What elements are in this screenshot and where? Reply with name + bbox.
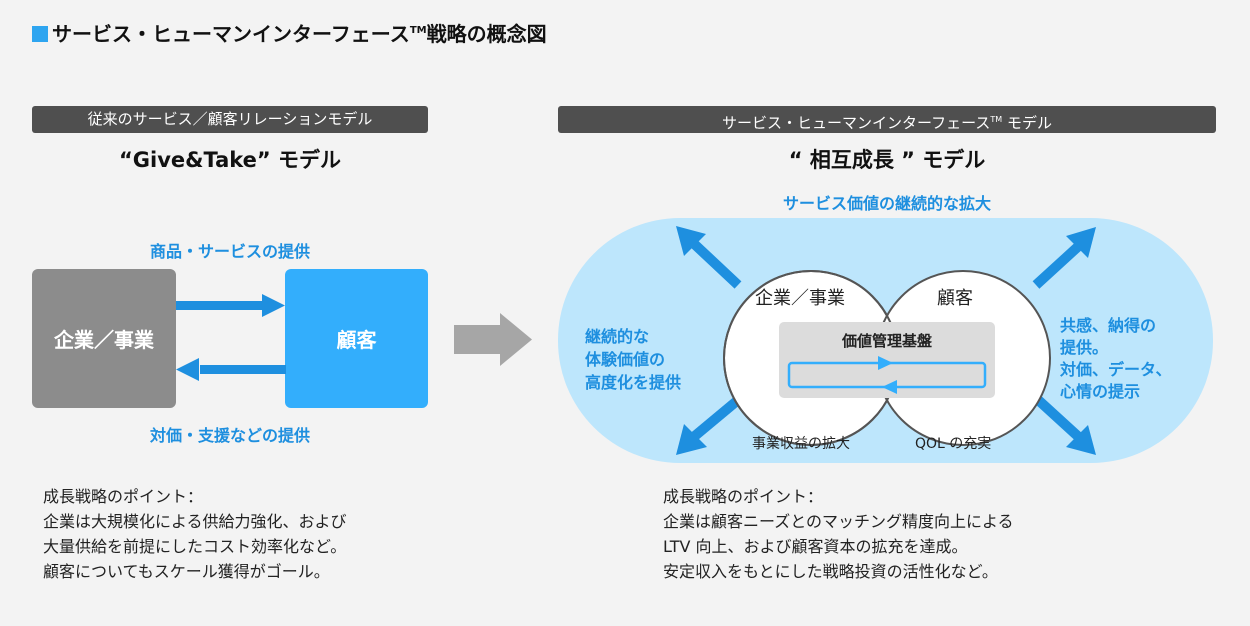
company-circle-label: 企業／事業 bbox=[755, 288, 845, 309]
right-value-label: 共感、納得の 提供。 対価、データ、 心情の提示 bbox=[1060, 316, 1172, 401]
left-panel-subtitle: “Give&Take” モデル bbox=[118, 148, 342, 172]
left-value-label: 継続的な 体験価値の 高度化を提供 bbox=[585, 327, 682, 392]
arrow-down-left-icon bbox=[676, 396, 742, 455]
left-flow-arrow-icon bbox=[176, 358, 286, 381]
transition-arrow-icon bbox=[454, 313, 532, 366]
customer-circle-label: 顧客 bbox=[937, 288, 973, 309]
bottom-flow-label: 対価・支援などの提供 bbox=[149, 426, 310, 445]
customer-outcome-label: QOL の充実 bbox=[915, 436, 992, 452]
trademark: TM bbox=[409, 25, 427, 36]
arrow-down-right-icon bbox=[1032, 394, 1096, 455]
top-flow-label: 商品・サービスの提供 bbox=[149, 242, 310, 261]
top-value-label: サービス価値の継続的な拡大 bbox=[782, 194, 991, 213]
platform-label: 価値管理基盤 bbox=[841, 332, 932, 350]
left-growth-notes: 成長戦略のポイント： 企業は大規模化による供給力強化、および 大量供給を前提にし… bbox=[43, 487, 347, 581]
right-panel-header: サービス・ヒューマンインターフェースTM モデル bbox=[558, 106, 1216, 133]
page-title: サービス・ヒューマンインターフェースTM戦略の概念図 bbox=[32, 18, 547, 47]
right-panel-subtitle: “ 相互成長 ” モデル bbox=[788, 148, 986, 172]
cycle-arrow-left-icon bbox=[882, 380, 897, 394]
arrow-up-left-icon bbox=[676, 226, 742, 289]
trademark: TM bbox=[990, 115, 1003, 124]
left-panel-header: 従来のサービス／顧客リレーションモデル bbox=[32, 106, 428, 133]
company-box: 企業／事業 bbox=[32, 269, 176, 408]
customer-box: 顧客 bbox=[285, 269, 428, 408]
title-marker-icon bbox=[32, 26, 48, 42]
cycle-arrow-right-icon bbox=[878, 356, 893, 370]
right-growth-notes: 成長戦略のポイント： 企業は顧客ニーズとのマッチング精度向上による LTV 向上… bbox=[663, 487, 1014, 581]
company-outcome-label: 事業収益の拡大 bbox=[752, 436, 850, 452]
arrow-up-right-icon bbox=[1032, 227, 1096, 289]
platform-box bbox=[779, 322, 995, 398]
right-flow-arrow-icon bbox=[176, 294, 285, 317]
